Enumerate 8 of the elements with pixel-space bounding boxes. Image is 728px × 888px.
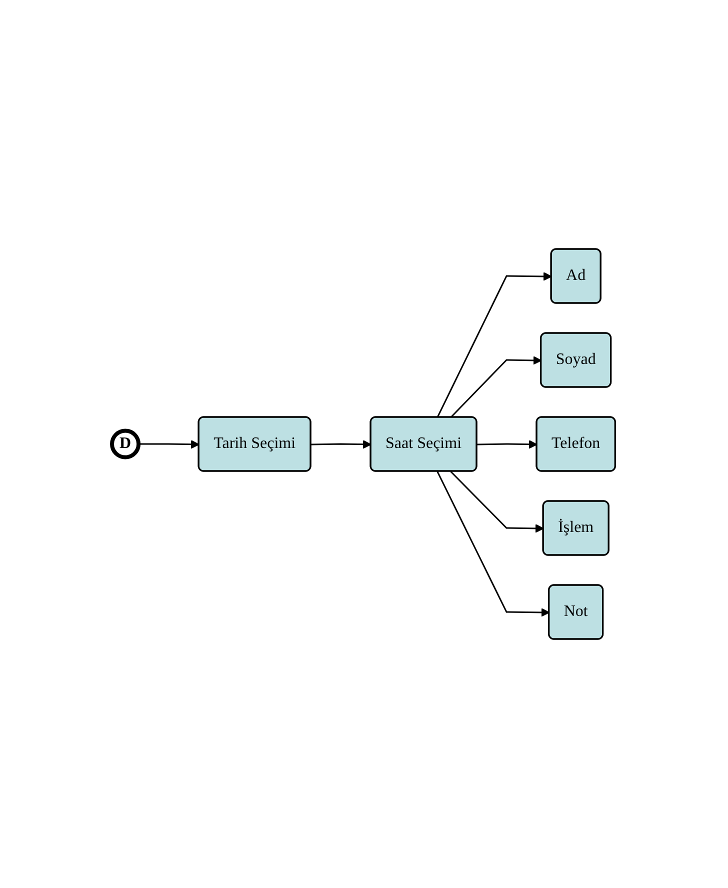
arrow: [437, 272, 552, 418]
arrow: [437, 471, 550, 617]
arrow: [450, 356, 542, 418]
node-circle: D: [110, 428, 141, 460]
arrow: [311, 440, 372, 449]
arrow: [477, 440, 538, 449]
arrow: [450, 470, 544, 533]
arrow: [138, 440, 200, 449]
